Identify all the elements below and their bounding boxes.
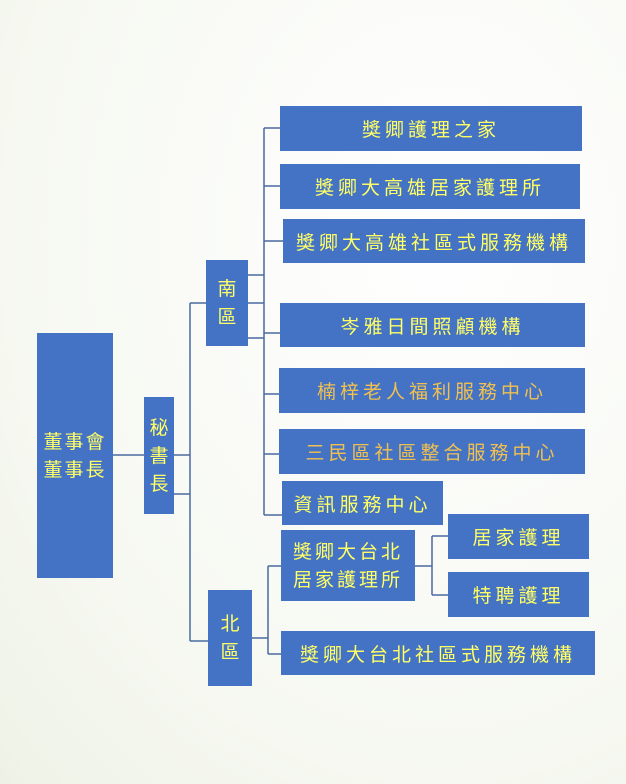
unit-nursing-home: 獎卿護理之家	[280, 106, 582, 151]
unit-taipei-home-care: 獎卿大台北 居家護理所	[281, 530, 415, 601]
unit-sanmin-center: 三民區社區整合服務中心	[279, 429, 585, 474]
unit-day-care: 岑雅日間照顧機構	[280, 303, 585, 347]
north-char: 北	[220, 613, 240, 635]
taipei-home-care-line: 獎卿大台北	[292, 540, 403, 563]
south-region-box: 南 區	[206, 260, 248, 346]
unit-special-nursing: 特聘護理	[448, 572, 589, 617]
secretary-char: 書	[149, 444, 169, 467]
unit-nanzi-elderly-center: 楠梓老人福利服務中心	[279, 368, 585, 413]
secretary-char: 秘	[149, 416, 169, 439]
chairman-box: 董事會 董事長	[37, 333, 113, 578]
south-char: 區	[217, 306, 237, 328]
unit-kaohsiung-community: 獎卿大高雄社區式服務機構	[283, 219, 585, 263]
chairman-label-1: 董事會	[43, 430, 107, 453]
secretary-general-box: 秘 書 長	[144, 397, 174, 514]
chairman-label-2: 董事長	[43, 458, 107, 481]
taipei-home-care-line: 居家護理所	[292, 568, 403, 591]
north-region-box: 北 區	[208, 590, 252, 686]
unit-taipei-community: 獎卿大台北社區式服務機構	[281, 631, 595, 675]
unit-kaohsiung-home-care: 獎卿大高雄居家護理所	[280, 164, 580, 209]
north-char: 區	[220, 641, 240, 663]
secretary-char: 長	[149, 472, 169, 495]
unit-home-nursing: 居家護理	[448, 514, 589, 559]
unit-it-center: 資訊服務中心	[282, 481, 443, 525]
south-char: 南	[217, 278, 237, 300]
